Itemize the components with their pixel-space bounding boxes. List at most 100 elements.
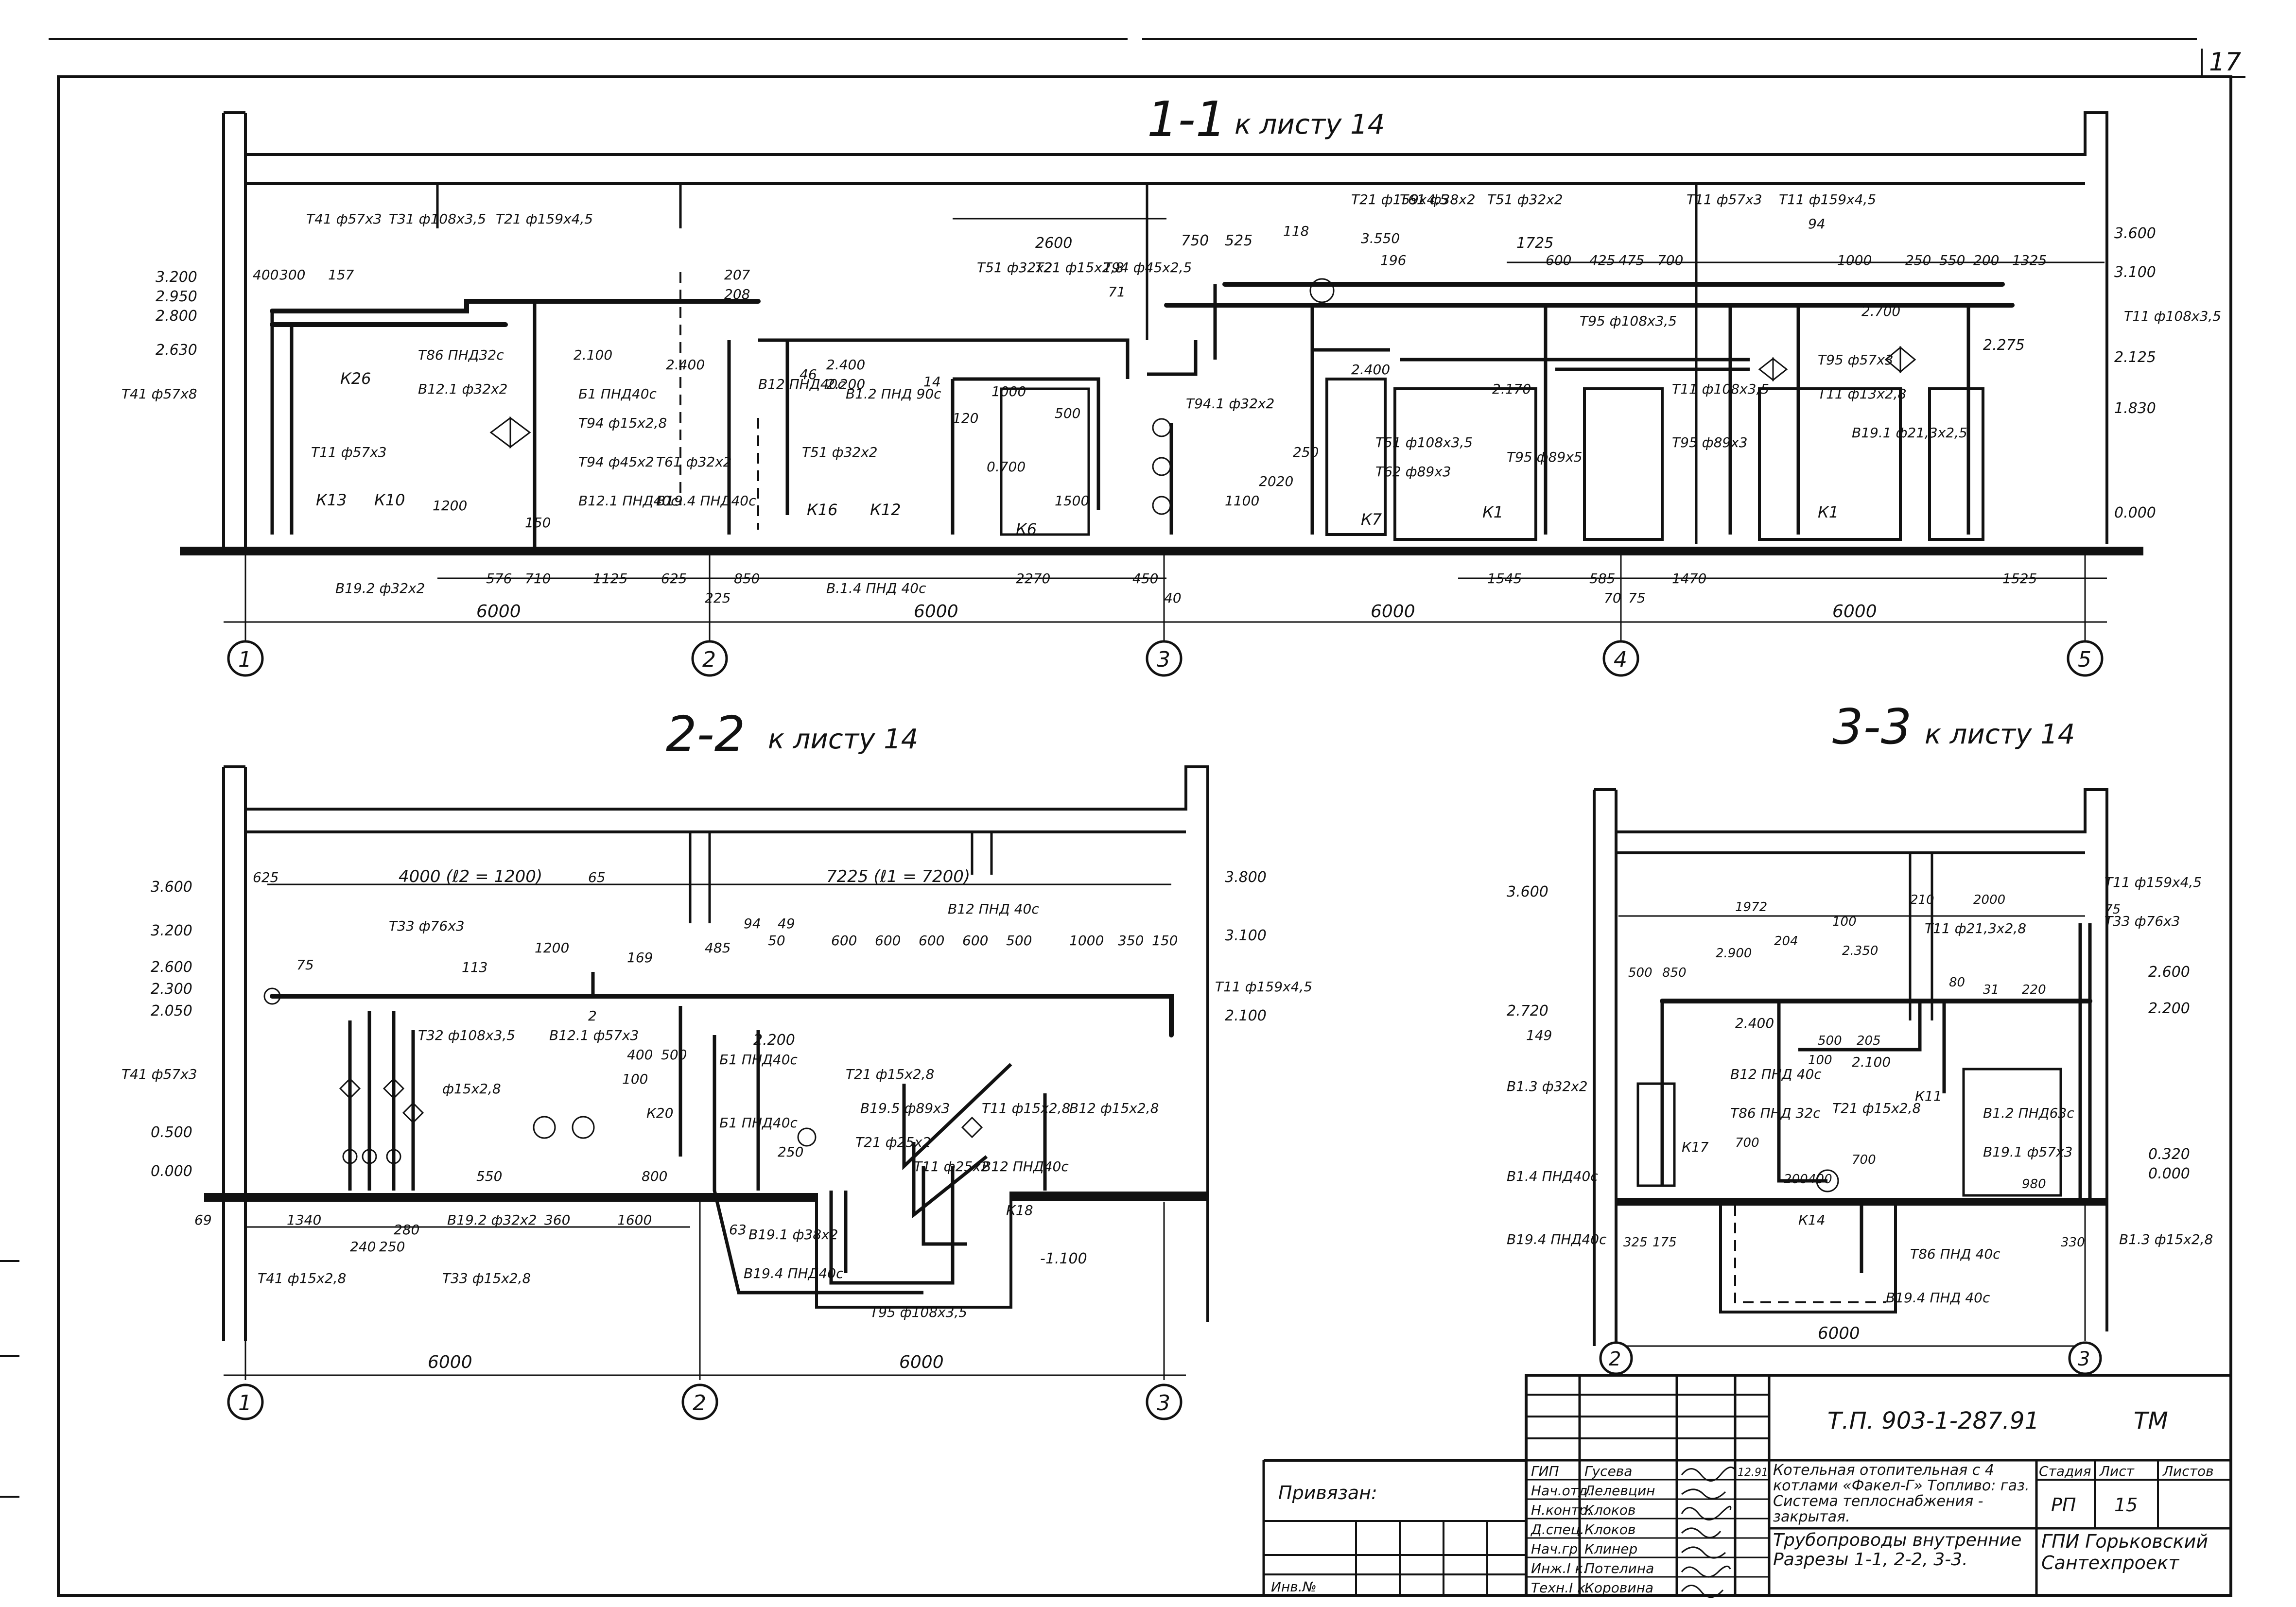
pipe-label: В12 ПНД40с	[758, 376, 845, 392]
dimension: 485	[705, 940, 731, 956]
dimension: 625	[253, 869, 278, 885]
organization-name: ГПИ Горьковский Сантехпроект	[2041, 1531, 2209, 1573]
dimension: 576	[486, 570, 512, 587]
dimension: 2600	[1035, 235, 1072, 252]
level-mark: 2.720	[1507, 1002, 1548, 1019]
axis-label: 1	[238, 1391, 252, 1416]
dimension: 80	[1949, 975, 1965, 990]
axis-label: 1	[238, 647, 252, 672]
section-1-ref: к листу 14	[1235, 109, 1385, 140]
dimension: 1000	[991, 383, 1026, 399]
level-mark: 2.400	[666, 357, 705, 373]
pipe-label: Т86 ПНД 32с	[1730, 1105, 1821, 1121]
dimension: 250	[1905, 252, 1931, 268]
pipe-label: Т11 ф159х4,5	[1779, 191, 1876, 207]
pipe-label: В.1.4 ПНД 40с	[826, 580, 926, 596]
dimension: 49	[778, 916, 795, 932]
dimension: 2	[588, 1008, 597, 1024]
pipe-label: Т61 ф32х2	[656, 454, 732, 470]
section-2-dims: 625 4000 (ℓ2 = 1200) 65 7225 (ℓ1 = 7200)…	[194, 867, 1178, 1255]
section-2-2: 2-2 к листу 14	[122, 706, 1312, 1420]
level-mark: 2.400	[1351, 362, 1390, 378]
dimension: 100	[622, 1071, 648, 1087]
pipe-label: Т11 ф57х3	[311, 444, 387, 460]
dimension: 1470	[1672, 570, 1706, 587]
pipe-label: В12 ПНД40с	[982, 1158, 1069, 1175]
role: Н.контр.	[1531, 1502, 1592, 1518]
axis-label: 5	[2078, 647, 2091, 672]
axis-label: 2	[693, 1391, 706, 1416]
dimension: 207	[724, 267, 750, 283]
level-mark: 2.170	[1492, 381, 1531, 397]
pipe-label: Т31 ф108х3,5	[389, 211, 486, 227]
pipe-label: Т21 ф25х2	[855, 1134, 931, 1150]
dimension: 550	[476, 1168, 502, 1184]
level-mark: 2.100	[1225, 1007, 1267, 1024]
pipe-label: Т11 ф13х2,8	[1818, 386, 1906, 402]
dimension: 475	[1618, 252, 1644, 268]
dimension: 280	[394, 1222, 419, 1238]
section-3-dims: 1972 100 210 2000 75 500 850 204 2.900 2…	[1623, 893, 2121, 1250]
dimension: 3.550	[1361, 230, 1400, 246]
sheet-number: 17	[2209, 48, 2241, 77]
pipe-label: В19.4 ПНД40с	[744, 1265, 844, 1281]
pipe-label: Т94 ф15х2,8	[578, 415, 667, 431]
dimension: 40	[1164, 590, 1182, 606]
person-name: Клоков	[1584, 1521, 1635, 1538]
pipe-label: Т61 ф38х2	[1400, 191, 1476, 207]
handwritten-signatures	[1681, 1466, 1736, 1598]
dimension: 196	[1380, 252, 1406, 268]
pipe-label: В19.1 ф38х2	[748, 1227, 838, 1243]
dimension: 200	[1973, 252, 1999, 268]
dimension: 100	[1832, 915, 1857, 929]
level-mark: 0.700	[987, 459, 1026, 475]
pipe-label: Т11 ф21,3х2,8	[1925, 920, 2026, 936]
pipe-label: Т11 ф108х3,5	[2124, 308, 2221, 324]
dimension: 330	[2061, 1235, 2085, 1250]
pipe-label: В12.1 ф57х3	[549, 1027, 639, 1043]
column-header-stage: Стадия	[2039, 1463, 2091, 1479]
dimension: 7225 (ℓ1 = 7200)	[826, 867, 970, 886]
signature-names: Гусева Лелевцин Клоков Клоков Клинер Пот…	[1584, 1463, 1655, 1596]
dimension: 208	[724, 286, 750, 302]
dimension: 500	[1055, 405, 1080, 421]
pipe-label: В1.2 ПНД 90с	[846, 386, 941, 402]
dimension: 46	[800, 366, 817, 382]
pipe-label: В19.2 ф32х2	[447, 1212, 537, 1228]
dimension: 2.350	[1842, 944, 1878, 958]
pipe-label: Т94 ф45х2,5	[1103, 259, 1192, 276]
level-mark: 3.100	[1225, 927, 1267, 944]
pipe-label: Т11 ф57х3	[1687, 191, 1762, 207]
dimension: 600	[919, 933, 944, 949]
dimension: 585	[1589, 570, 1615, 587]
axis-label: 3	[1157, 647, 1170, 672]
pipe-label: Б1 ПНД40с	[719, 1115, 798, 1131]
dimension: 1972	[1735, 900, 1767, 915]
dimension: 525	[1225, 232, 1252, 249]
dimension: 850	[1662, 966, 1687, 980]
dimension: 1325	[2012, 252, 2047, 268]
section-3-3: 3-3 к листу 14 2 3 6000	[1507, 698, 2213, 1375]
level-mark: 2.200	[826, 376, 865, 392]
span-dimension: 6000	[1832, 602, 1877, 622]
dimension: 250	[379, 1239, 405, 1255]
dimension: 1000	[1837, 252, 1872, 268]
pipe-label: В19.1 ф21,3х2,5	[1852, 425, 1967, 441]
pipe-label: Т62 ф89х3	[1375, 464, 1451, 480]
dimension: 120	[953, 410, 978, 426]
pipe-label: В12 ф15х2,8	[1069, 1100, 1159, 1116]
dimension: 113	[462, 959, 487, 975]
dimension: 450	[1132, 570, 1158, 587]
dimension: 360	[544, 1212, 570, 1228]
level-mark: 0.500	[151, 1124, 192, 1141]
role: Нач.отд.	[1531, 1483, 1592, 1499]
level-mark: 2.300	[151, 981, 192, 998]
person-name: Потелина	[1584, 1560, 1654, 1576]
equipment-label: К7	[1361, 510, 1382, 529]
dimension: 250	[778, 1144, 803, 1160]
pipe-label: Т95 ф57х3	[1818, 352, 1894, 368]
section-2-levels: 3.600 3.200 2.600 2.300 2.050 0.500 0.00…	[151, 869, 1267, 1267]
dimension: 118	[1283, 223, 1309, 239]
level-mark: 2.600	[2148, 964, 2190, 981]
